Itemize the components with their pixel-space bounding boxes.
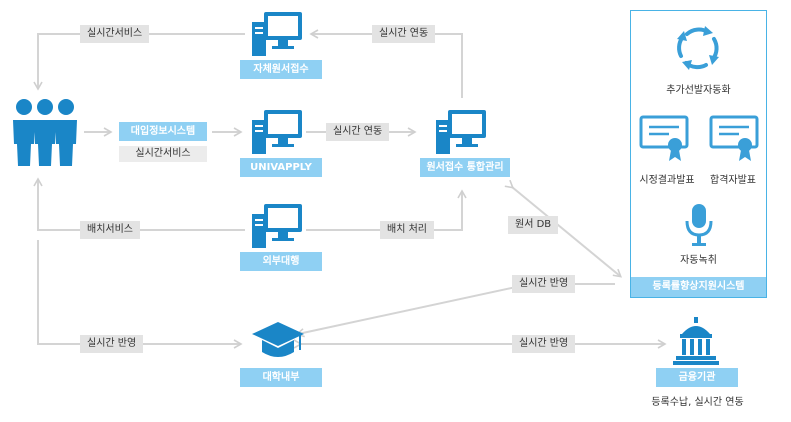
node-integrated-management: 원서접수 통합관리 [420,158,510,177]
label-batch-process: 배치 처리 [380,221,434,239]
graduation-cap-icon [252,322,304,357]
support-system-panel: 추가선발자동화 시정결과발표 합격자발표 자동녹취 등록률향상지원시스템 [630,10,767,298]
label-realtime-service: 실시간서비스 [80,25,150,43]
label-realtime-link: 실시간 연동 [372,25,436,43]
microphone-icon [685,204,713,246]
bank-icon [673,317,719,365]
node-self-application: 자체원서접수 [240,60,322,79]
label-application-db: 원서 DB [508,216,559,234]
computer-icon [436,110,486,154]
node-entrance-info-system: 대입정보시스템 [119,122,207,141]
certificate-icon [639,115,689,161]
label-batch-service: 배치서비스 [80,221,140,239]
panel-auto-recording: 자동녹취 [680,255,717,266]
label-realtime-reflect: 실시간 반영 [512,335,576,353]
node-support-system: 등록률향상지원시스템 [631,277,766,297]
finance-caption: 등록수납, 실시간 연동 [651,397,744,408]
computer-icon [252,204,302,248]
people-icon [13,99,77,166]
label-realtime-link: 실시간 연동 [326,123,390,141]
panel-auto-addition: 추가선발자동화 [666,85,731,96]
panel-screening-result: 시정결과발표 [639,175,695,186]
node-outsourcing: 외부대행 [240,252,322,271]
node-finance: 금융기관 [656,368,738,387]
node-univapply: UNIVAPPLY [240,158,322,177]
certificate-icon [709,115,759,161]
node-university: 대학내부 [240,368,322,387]
panel-pass-announce: 합격자발표 [710,175,756,186]
label-realtime-reflect: 실시간 반영 [512,275,576,293]
computer-icon [252,12,302,56]
refresh-cycle-icon [677,26,719,70]
computer-icon [252,110,302,154]
label-realtime-reflect: 실시간 반영 [80,335,144,353]
entrance-info-caption: 실시간서비스 [119,146,207,162]
